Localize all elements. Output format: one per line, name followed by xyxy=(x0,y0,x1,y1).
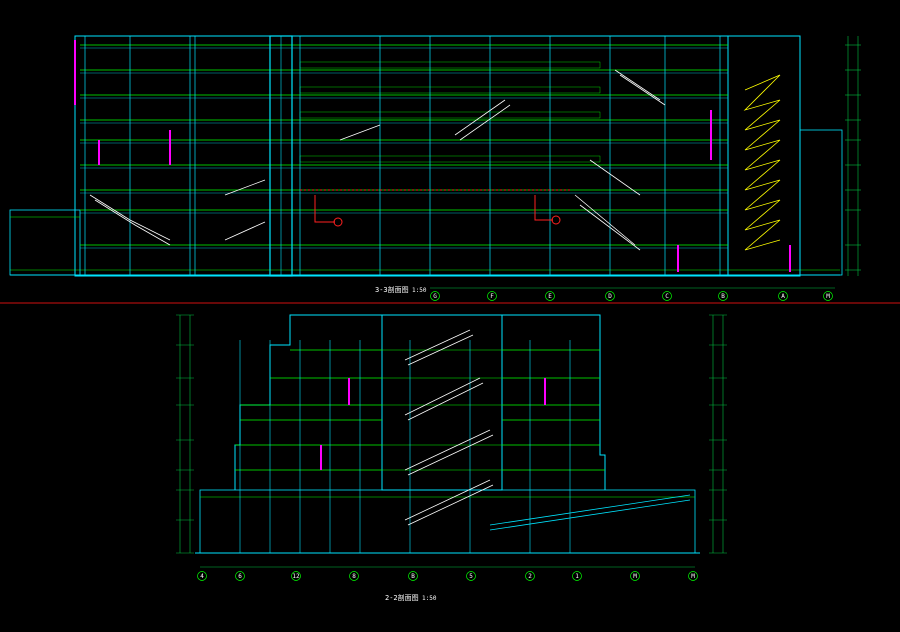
lower-ramp xyxy=(489,494,691,531)
lower-accent-walls xyxy=(320,378,546,470)
upper-axis-label: M xyxy=(826,293,830,300)
lower-axis-bubble xyxy=(291,571,301,581)
upper-axis-bubble xyxy=(545,291,555,301)
lower-section-title: 2-2剖面图 xyxy=(385,593,419,602)
upper-floor-slabs xyxy=(80,44,728,249)
lower-axis-bubble xyxy=(197,571,207,581)
left-podium xyxy=(9,209,81,276)
upper-axis-label: C xyxy=(665,293,669,300)
upper-railing-band xyxy=(299,61,601,69)
upper-axis-bubble xyxy=(430,291,440,301)
lower-axis-bubble xyxy=(408,571,418,581)
lower-axis-bubble xyxy=(235,571,245,581)
lower-axis-label: 1 xyxy=(575,573,579,580)
lower-floor-slabs xyxy=(235,349,605,471)
lower-section-scale: 1:50 xyxy=(422,595,437,602)
upper-axis-label: E xyxy=(548,293,552,300)
upper-axis-bubble xyxy=(605,291,615,301)
upper-axis-bubble xyxy=(778,291,788,301)
upper-railing-band xyxy=(299,111,601,119)
upper-railing-band xyxy=(299,86,601,94)
upper-accent-walls xyxy=(74,40,791,272)
lower-grid-axes: 4 6 12 8 B 5 2 1 M M xyxy=(197,571,698,581)
lower-axis-bubble xyxy=(572,571,582,581)
upper-axis-label: D xyxy=(608,293,612,300)
upper-axis-label: B xyxy=(721,293,725,300)
upper-axis-bubble xyxy=(823,291,833,301)
lower-axis-label: B xyxy=(411,573,415,580)
upper-elevation-ladder xyxy=(847,36,859,276)
lower-axis-label: 6 xyxy=(238,573,242,580)
lower-axis-label: 4 xyxy=(200,573,204,580)
upper-axis-bubble xyxy=(662,291,672,301)
upper-axis-label: G xyxy=(433,293,437,300)
section-2-2: 4 6 12 8 B 5 2 1 M M 2-2剖面图 1:50 xyxy=(176,314,727,602)
lower-escalators xyxy=(404,329,494,526)
upper-stairs xyxy=(89,69,666,251)
upper-axis-bubble xyxy=(718,291,728,301)
lower-elevation-ladders xyxy=(179,315,724,553)
upper-railing-band xyxy=(299,155,601,163)
section-3-3: G F E D C B A M 3-3剖面图 1:50 xyxy=(9,35,861,301)
upper-axis-bubble xyxy=(487,291,497,301)
lower-axis-label: 8 xyxy=(352,573,356,580)
upper-columns xyxy=(84,36,721,276)
upper-mep-symbols xyxy=(300,189,570,227)
stair-tower xyxy=(727,35,801,277)
lower-basement xyxy=(199,489,696,554)
lower-axis-bubble xyxy=(466,571,476,581)
upper-axis-label: F xyxy=(490,293,494,300)
lower-terraced-massing xyxy=(234,314,606,491)
lower-axis-label: 5 xyxy=(469,573,473,580)
upper-axis-label: A xyxy=(781,293,785,300)
lower-axis-bubble xyxy=(349,571,359,581)
lower-axis-label: 12 xyxy=(292,573,300,580)
right-annex xyxy=(799,129,843,276)
lower-columns xyxy=(239,340,571,553)
tower-stair-flights xyxy=(743,74,781,251)
lower-axis-bubble xyxy=(525,571,535,581)
lower-elevation-ticks xyxy=(176,314,727,554)
lower-axis-bubble xyxy=(630,571,640,581)
lower-axis-bubble xyxy=(688,571,698,581)
upper-elevation-ticks xyxy=(845,44,861,271)
lower-axis-label: 2 xyxy=(528,573,532,580)
lower-axis-label: M xyxy=(691,573,695,580)
lower-axis-label: M xyxy=(633,573,637,580)
upper-section-title: 3-3剖面图 xyxy=(375,285,409,294)
upper-section-scale: 1:50 xyxy=(412,287,427,294)
